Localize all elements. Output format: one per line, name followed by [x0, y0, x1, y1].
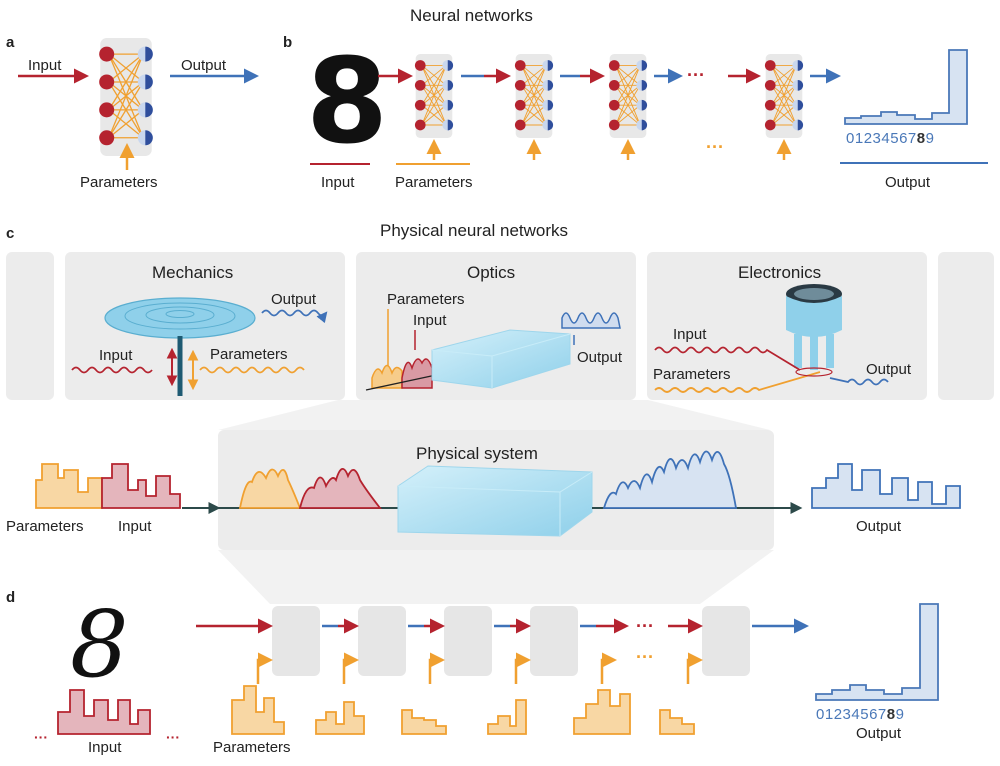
system-crystal [397, 465, 593, 537]
optics-crystal [431, 329, 571, 389]
optics-parameters-label: Parameters [387, 291, 465, 308]
panel-d-physical-blocks [272, 606, 750, 676]
panel-c-left-stub [6, 252, 54, 400]
panel-b-output-label: Output [885, 174, 931, 191]
system-output-signal [811, 463, 961, 509]
panel-a-parameters-label: Parameters [80, 174, 158, 191]
panel-d-letter: d [6, 589, 15, 606]
optics-card: Optics Parameters Input Output [356, 252, 636, 400]
system-parameters-label: Parameters [6, 518, 84, 535]
mechanics-input-label: Input [99, 347, 133, 364]
mechanics-output-label: Output [271, 291, 317, 308]
panel-d-parameters-label: Parameters [213, 739, 291, 756]
panel-d-parameter-arrows [256, 652, 703, 684]
panel-b-input-label: Input [321, 174, 355, 191]
panel-b-parameter-arrows [426, 139, 792, 160]
electronics-input-label: Input [673, 326, 707, 343]
panel-b-parameters-label: Parameters [395, 174, 473, 191]
panel-c-zoom-funnel [218, 400, 770, 430]
panel-b-output-histogram [844, 49, 968, 125]
panel-b-class-labels: 0123456789 [846, 130, 934, 147]
panel-b-handwritten-digit: 8 [306, 32, 388, 170]
panel-a-input-label: Input [28, 57, 62, 74]
panel-d-input-signal: ··· ··· Input [34, 689, 180, 756]
system-output-label: Output [856, 518, 902, 535]
physical-system-title: Physical system [416, 444, 538, 463]
electronics-card: Electronics Input Parameters Output [647, 252, 927, 400]
optics-output-label: Output [577, 349, 623, 366]
panel-b-letter: b [283, 34, 292, 51]
panel-d-parameter-signals [231, 685, 695, 735]
electronics-title: Electronics [738, 263, 821, 282]
panel-b-ellipsis-bottom: ··· [706, 137, 724, 157]
panel-a-output-label: Output [181, 57, 227, 74]
mechanics-parameters-label: Parameters [210, 346, 288, 363]
optics-title: Optics [467, 263, 515, 282]
panel-b-title: Neural networks [410, 6, 533, 25]
panel-b-network-chain [414, 54, 804, 138]
system-input-wave [298, 468, 382, 509]
panel-a-network-icon [98, 38, 154, 156]
system-input-label: Input [118, 518, 152, 535]
panel-a-letter: a [6, 34, 15, 51]
electronics-output-label: Output [866, 361, 912, 378]
system-param-wave [238, 468, 302, 509]
panel-b-ellipsis-top: ··· [687, 65, 705, 85]
panel-c-right-stub [938, 252, 994, 400]
panel-d-output-histogram [815, 603, 939, 701]
panel-d-input-label: Input [88, 739, 122, 756]
system-output-wave [602, 450, 738, 509]
physical-system-input-signal: Parameters Input [6, 463, 181, 535]
panel-d-input-ellipsis-right: ··· [166, 729, 180, 745]
electronics-parameters-label: Parameters [653, 366, 731, 383]
panel-c-title: Physical neural networks [380, 221, 568, 240]
panel-d-output-label: Output [856, 725, 902, 742]
panel-c-letter: c [6, 225, 14, 242]
panel-d-input-ellipsis-left: ··· [34, 729, 48, 745]
panel-d-ellipsis-top: ··· [636, 616, 654, 636]
mechanics-card: Mechanics Input Parameters Output [65, 252, 345, 400]
mechanics-title: Mechanics [152, 263, 233, 282]
panel-d-zoom-funnel [218, 550, 774, 604]
panel-d-class-labels: 0123456789 [816, 706, 904, 723]
panel-d-handwritten-digit: 8 [70, 591, 129, 698]
optics-input-label: Input [413, 312, 447, 329]
panel-d-ellipsis-middle: ··· [636, 647, 654, 667]
